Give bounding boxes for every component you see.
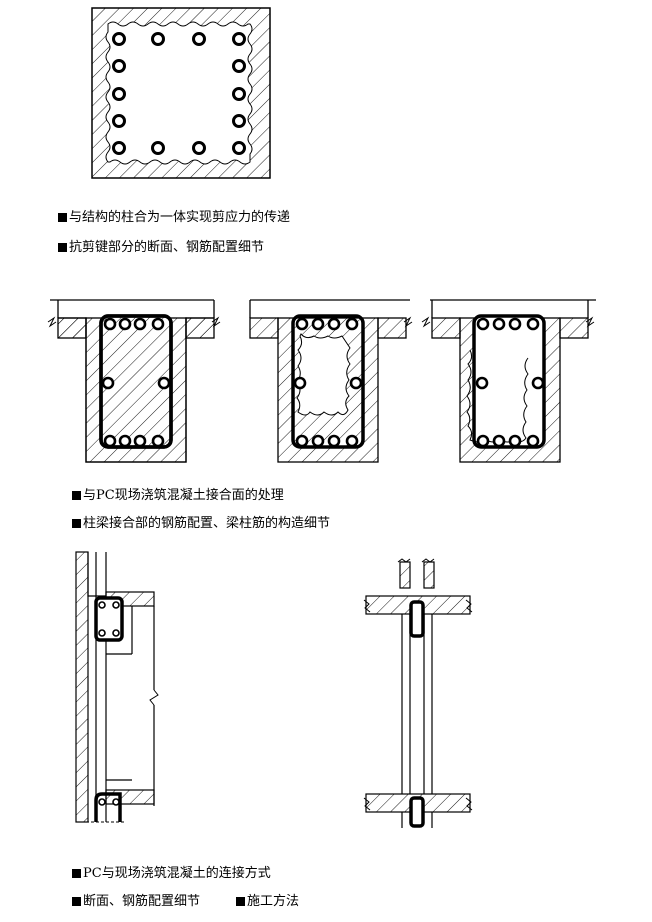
wall-elevation-right <box>363 558 473 828</box>
caption-connection-method: PC与现场浇筑混凝土的连接方式 <box>72 866 271 882</box>
bullet-square-icon <box>58 243 67 252</box>
bullet-square-icon <box>236 897 245 906</box>
bullet-square-icon <box>58 213 67 222</box>
wall-elevation-left <box>75 551 159 823</box>
beam-section-1 <box>47 299 221 463</box>
bullet-square-icon <box>72 491 81 500</box>
caption-pc-interface: 与PC现场浇筑混凝土接合面的处理 <box>72 488 284 504</box>
bullet-square-icon <box>72 519 81 528</box>
caption-column-shear: 与结构的柱合为一体实现剪应力的传递 <box>58 210 290 226</box>
caption-section-detail: 断面、钢筋配置细节 <box>72 894 200 910</box>
caption-construction-method: 施工方法 <box>236 894 299 910</box>
beam-section-2 <box>249 299 413 463</box>
bullet-square-icon <box>72 897 81 906</box>
caption-joint-detail: 柱梁接合部的钢筋配置、梁柱筋的构造细节 <box>72 516 330 532</box>
beam-section-3 <box>421 299 596 463</box>
column-section-figure <box>91 7 271 179</box>
caption-shear-key-section: 抗剪键部分的断面、钢筋配置细节 <box>58 240 264 256</box>
bullet-square-icon <box>72 869 81 878</box>
